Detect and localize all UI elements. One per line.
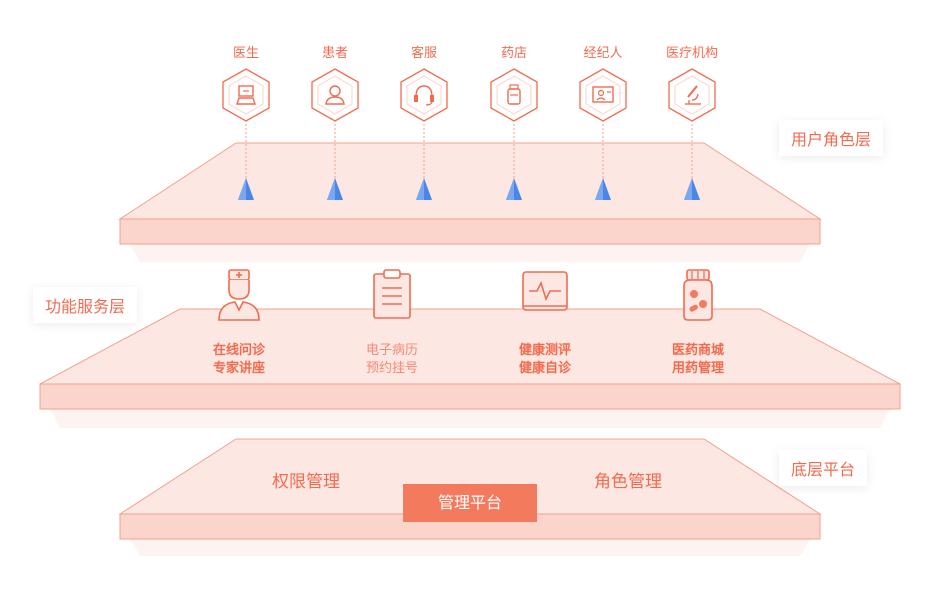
role-marker-highlight: [506, 178, 514, 200]
role-label: 药店: [500, 46, 527, 61]
function-consultation: 在线问诊 专家讲座: [179, 266, 299, 378]
role-marker-highlight: [327, 178, 335, 200]
function-label-line2: 专家讲座: [212, 361, 265, 376]
function-layer-slab-top: [39, 308, 901, 385]
function-label-line2: 用药管理: [671, 361, 724, 376]
function-label-line2: 健康自诊: [518, 361, 571, 376]
role-pharmacy: 药店: [469, 45, 559, 123]
role-marker-highlight: [595, 178, 603, 200]
doctor-icon: [222, 68, 270, 122]
microscope-icon: [668, 68, 716, 122]
agent-icon: [579, 68, 627, 122]
base-platform-layer-tag: 底层平台: [779, 450, 868, 486]
patient-icon: [311, 68, 359, 122]
pill-bottle-icon: [683, 269, 713, 321]
role-marker-highlight: [238, 178, 246, 200]
permission-management-label: 权限管理: [272, 472, 340, 492]
role-label: 经纪人: [583, 46, 623, 61]
headset-icon: [400, 68, 448, 122]
function-label-line1: 健康测评: [518, 343, 571, 358]
base-layer-slab-shadow: [130, 539, 810, 556]
role-label: 患者: [321, 46, 348, 61]
user-role-layer-tag: 用户角色层: [779, 120, 884, 156]
role-doctor: 医生: [201, 45, 291, 123]
monitor-icon: [522, 271, 568, 311]
function-label-line1: 在线问诊: [212, 343, 265, 358]
role-label: 医疗机构: [665, 46, 718, 61]
function-layer-slab-shadow: [50, 409, 890, 428]
user-layer-slab-top: [118, 142, 822, 220]
function-label-line2: 预约挂号: [365, 361, 418, 376]
function-records: 电子病历 预约挂号: [332, 266, 452, 378]
role-patient: 患者: [290, 45, 380, 123]
role-connectors: [238, 124, 700, 200]
role-management-label: 角色管理: [594, 472, 662, 492]
pharmacy-icon: [490, 68, 538, 122]
function-label-line1: 医药商城: [671, 343, 724, 358]
nurse-icon: [218, 269, 260, 321]
function-service-layer-tag: 功能服务层: [33, 287, 138, 323]
user-layer-slab-front: [119, 218, 821, 245]
function-layer-slab-front: [39, 383, 901, 410]
role-label: 医生: [232, 46, 259, 61]
function-health: 健康测评 健康自诊: [485, 266, 605, 378]
management-platform-badge: 管理平台: [403, 484, 537, 522]
role-customer-service: 客服: [379, 45, 469, 123]
role-marker-highlight: [684, 178, 692, 200]
role-medical-institution: 医疗机构: [647, 45, 737, 123]
role-agent: 经纪人: [558, 45, 648, 123]
function-mall: 医药商城 用药管理: [638, 266, 758, 378]
role-marker-highlight: [416, 178, 424, 200]
function-label-line1: 电子病历: [365, 343, 418, 358]
clipboard-icon: [373, 269, 411, 319]
role-label: 客服: [410, 46, 437, 61]
user-layer-slab-shadow: [130, 244, 810, 262]
